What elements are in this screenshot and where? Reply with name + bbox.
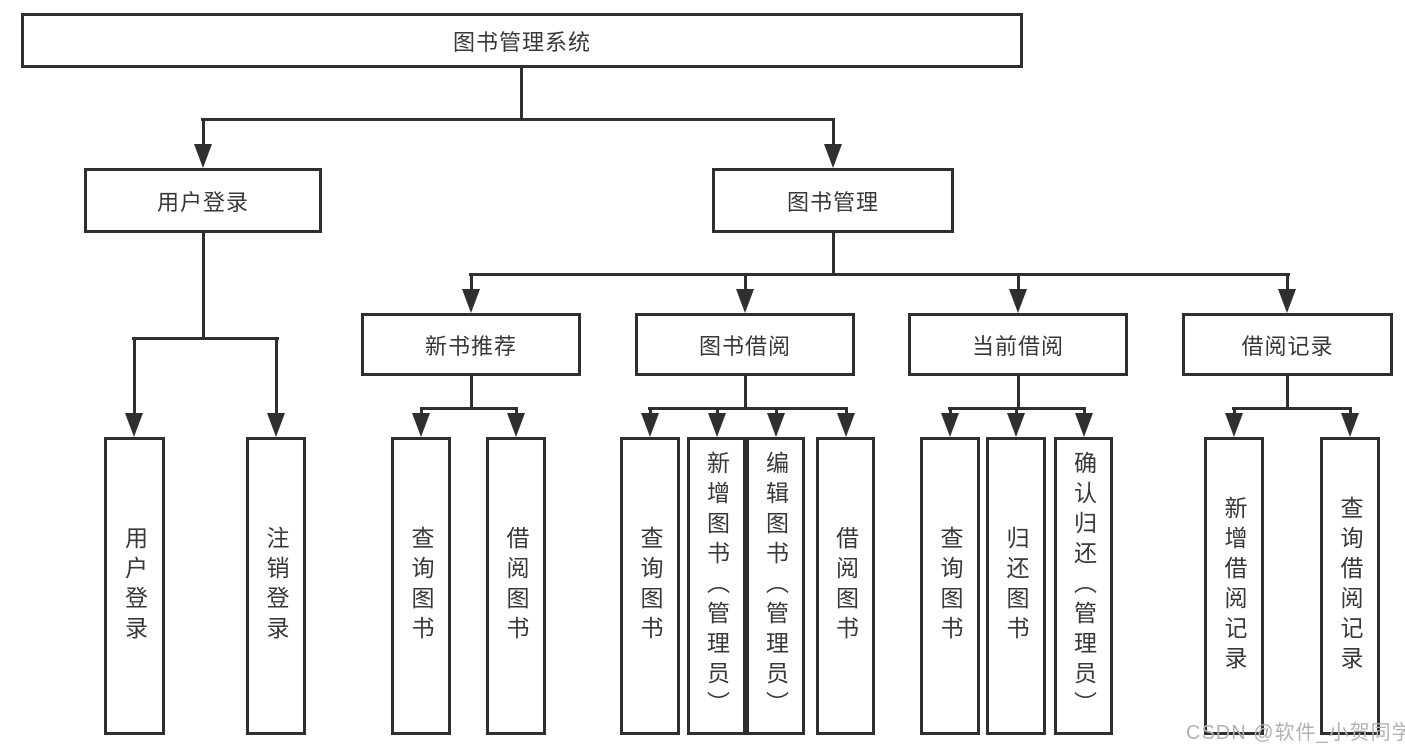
leaf-query-borrowing-record: 查询借阅记录 [1320, 437, 1380, 735]
leaf-label: 查询图书 [408, 526, 434, 646]
arrow-down-icon [736, 289, 754, 313]
node-label: 当前借阅 [971, 333, 1064, 359]
node-library-management-system: 图书管理系统 [21, 13, 1023, 68]
leaf-query-books-current: 查询图书 [920, 437, 980, 735]
leaf-label: 编辑图书（管理员） [762, 451, 789, 721]
connector-to-borrowing-records [1286, 273, 1289, 291]
connector-borrowing-records-stem [1286, 376, 1289, 407]
arrow-down-icon [1007, 413, 1025, 437]
arrow-down-icon [767, 413, 785, 437]
leaf-label: 用户登录 [121, 526, 148, 646]
connector-to-current-borrowing [1017, 273, 1020, 291]
node-label: 图书管理 [786, 189, 879, 215]
connector-new-book-branch-line [420, 407, 518, 410]
connector-to-user-login [202, 118, 205, 146]
connector-root-branch-line [201, 118, 834, 121]
node-user-login: 用户登录 [84, 168, 322, 233]
leaf-add-books-admin: 新增图书（管理员） [687, 437, 746, 735]
connector-to-book-management [832, 118, 835, 146]
leaf-edit-books-admin: 编辑图书（管理员） [746, 437, 805, 735]
connector-book-management-stem [832, 233, 835, 273]
leaf-query-books-recommendation: 查询图书 [391, 437, 451, 735]
arrow-down-icon [641, 413, 659, 437]
leaf-label: 借阅图书 [503, 526, 529, 646]
arrow-down-icon [412, 413, 430, 437]
node-book-borrowing: 图书借阅 [635, 313, 855, 376]
leaf-return-books: 归还图书 [986, 437, 1046, 735]
connector-to-leaf [420, 407, 423, 417]
leaf-user-login: 用户登录 [104, 437, 165, 735]
connector-book-borrowing-stem [744, 376, 747, 407]
connector-to-leaf [716, 407, 719, 417]
leaf-borrow-books-borrowing: 借阅图书 [816, 437, 875, 735]
leaf-logout: 注销登录 [246, 437, 306, 735]
node-current-borrowing: 当前借阅 [908, 313, 1128, 376]
leaf-label: 归还图书 [1003, 526, 1029, 646]
connector-to-leaf [949, 407, 952, 417]
node-label: 新书推荐 [424, 333, 517, 359]
node-borrowing-records: 借阅记录 [1182, 313, 1393, 376]
connector-user-login-branch-line [132, 337, 279, 340]
connector-to-leaf [1015, 407, 1018, 417]
leaf-label: 查询图书 [937, 526, 963, 646]
leaf-confirm-return-admin: 确认归还（管理员） [1054, 437, 1113, 735]
connector-to-leaf [133, 337, 136, 415]
node-new-book-recommendation: 新书推荐 [361, 313, 581, 376]
connector-current-borrowing-stem [1017, 376, 1020, 407]
arrow-down-icon [1278, 289, 1296, 313]
connector-root-stem [520, 68, 523, 118]
leaf-label: 查询借阅记录 [1337, 496, 1363, 676]
connector-book-management-branch-line [469, 273, 1290, 276]
leaf-label: 新增图书（管理员） [703, 451, 730, 721]
node-book-management: 图书管理 [712, 168, 954, 233]
connector-to-leaf [275, 337, 278, 415]
arrow-down-icon [125, 413, 143, 437]
node-label: 借阅记录 [1241, 333, 1334, 359]
node-label: 图书管理系统 [452, 29, 591, 55]
arrow-down-icon [1075, 413, 1093, 437]
leaf-label: 注销登录 [263, 526, 289, 646]
connector-to-new-book [470, 273, 473, 291]
connector-to-leaf [1083, 407, 1086, 417]
arrow-down-icon [941, 413, 959, 437]
arrow-down-icon [1225, 413, 1243, 437]
arrow-down-icon [1341, 413, 1359, 437]
connector-to-leaf [515, 407, 518, 417]
arrow-down-icon [267, 413, 285, 437]
connector-to-leaf [649, 407, 652, 417]
leaf-label: 确认归还（管理员） [1070, 451, 1097, 721]
connector-to-leaf [845, 407, 848, 417]
connector-borrowing-records-branch-line [1232, 407, 1352, 410]
leaf-label: 查询图书 [637, 526, 663, 646]
connector-to-leaf [775, 407, 778, 417]
connector-book-borrowing-branch-line [648, 407, 848, 410]
leaf-add-borrowing-record: 新增借阅记录 [1204, 437, 1264, 735]
leaf-label: 借阅图书 [832, 526, 859, 646]
connector-to-book-borrowing [744, 273, 747, 291]
connector-to-leaf [1349, 407, 1352, 417]
arrow-down-icon [194, 144, 212, 168]
arrow-down-icon [824, 144, 842, 168]
connector-new-book-stem [470, 376, 473, 407]
connector-to-leaf [1233, 407, 1236, 417]
node-label: 用户登录 [156, 189, 249, 215]
leaf-borrow-books-recommendation: 借阅图书 [486, 437, 546, 735]
leaf-label: 新增借阅记录 [1221, 496, 1247, 676]
arrow-down-icon [1009, 289, 1027, 313]
arrow-down-icon [837, 413, 855, 437]
arrow-down-icon [462, 289, 480, 313]
connector-user-login-stem [202, 233, 205, 337]
arrow-down-icon [507, 413, 525, 437]
csdn-watermark: CSDN @软件_小贺同学 [1186, 722, 1405, 744]
leaf-query-books-borrowing: 查询图书 [620, 437, 680, 735]
arrow-down-icon [708, 413, 726, 437]
node-label: 图书借阅 [698, 333, 791, 359]
